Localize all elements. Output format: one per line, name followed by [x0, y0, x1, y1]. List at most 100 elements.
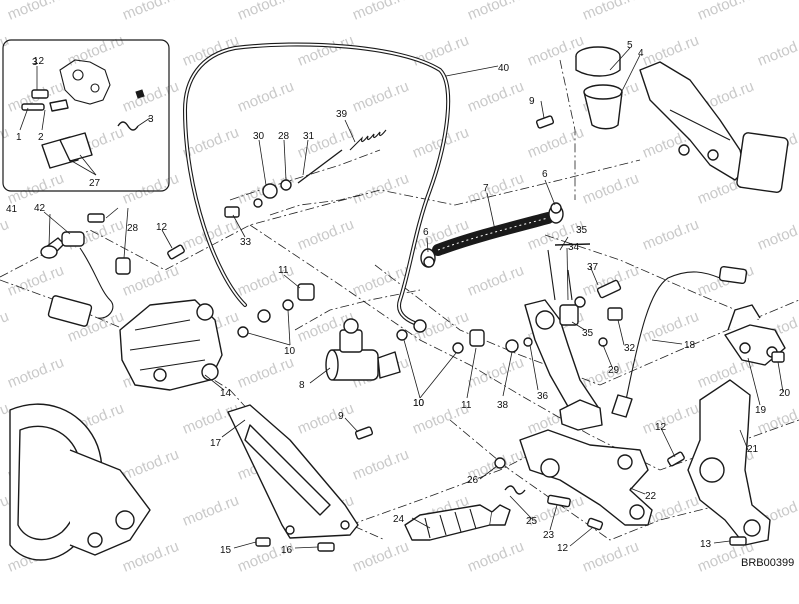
washer-10-icon — [237, 326, 249, 338]
callout-label: 9 — [338, 411, 344, 422]
footpeg-mount-20 — [687, 379, 771, 546]
bushing-11-icon — [469, 329, 485, 347]
pin-22-icon — [547, 494, 571, 508]
brake-pad-icon — [59, 132, 93, 162]
callout-label: 27 — [89, 178, 101, 189]
callout-label: 37 — [587, 262, 599, 273]
inset-detail-box — [2, 39, 170, 192]
watermark-text: motod.ru — [640, 400, 701, 438]
drawing-code-label: BRB00399 — [741, 557, 794, 569]
watermark-text: motod.ru — [0, 32, 11, 70]
pin-icon — [49, 99, 69, 112]
master-cylinder-8 — [325, 318, 401, 381]
watermark-text: motod.ru — [5, 262, 66, 300]
fluid-reservoir — [575, 46, 623, 130]
bolt-12-icon — [167, 244, 185, 260]
washer-10-icon — [452, 342, 464, 354]
pin-36-icon — [596, 279, 622, 299]
bracket-18 — [724, 304, 786, 366]
callout-label: 1 — [16, 132, 22, 143]
callout-label: 12 — [33, 56, 45, 67]
sensor-cable-17 — [611, 265, 748, 418]
watermark-text: motod.ru — [755, 32, 799, 70]
washer-25-icon — [494, 457, 506, 469]
footpeg-bracket-21 — [519, 429, 653, 526]
callout-label: 17 — [210, 438, 222, 449]
watermark-text: motod.ru — [640, 32, 701, 70]
watermark-text: motod.ru — [465, 0, 526, 24]
callout-label: 8 — [299, 380, 305, 391]
callout-label: 30 — [253, 131, 265, 142]
speed-sensor-41 — [41, 231, 114, 327]
watermark-text: motod.ru — [350, 170, 411, 208]
bolt-12-icon — [667, 451, 685, 467]
bushing-35-icon — [559, 304, 579, 326]
callout-label: 6 — [423, 227, 429, 238]
watermark-text: motod.ru — [120, 538, 181, 576]
bleed-screw-icon — [31, 89, 49, 99]
callout-label: 38 — [497, 400, 509, 411]
callout-label: 5 — [627, 40, 633, 51]
clip-icon — [135, 89, 145, 99]
watermark-text: motod.ru — [235, 0, 296, 24]
callout-label: 11 — [461, 400, 472, 411]
callout-label: 24 — [393, 514, 405, 525]
callout-label: 20 — [779, 388, 791, 399]
washer-37-icon — [505, 339, 519, 353]
bolt-12-icon — [729, 536, 747, 546]
callout-label: 32 — [624, 343, 636, 354]
callout-label: 12 — [557, 543, 569, 554]
watermark-text: motod.ru — [295, 216, 356, 254]
watermark-text: motod.ru — [120, 446, 181, 484]
spring-38-icon — [349, 129, 387, 151]
watermark-text: motod.ru — [5, 0, 66, 24]
watermark-text: motod.ru — [465, 538, 526, 576]
watermark-text: motod.ru — [580, 0, 641, 24]
heel-guard-16 — [227, 404, 359, 539]
bolt-9-icon — [535, 115, 555, 129]
watermark-text: motod.ru — [120, 0, 181, 24]
callout-label: 35 — [582, 328, 594, 339]
callout-label: 28 — [127, 223, 139, 234]
callout-label: 19 — [755, 405, 767, 416]
callout-label: 10 — [413, 398, 425, 409]
spring-24-icon — [504, 485, 526, 495]
watermark-text: motod.ru — [0, 124, 11, 162]
watermark-text: motod.ru — [755, 216, 799, 254]
hose-clip-6-icon — [550, 202, 562, 214]
brake-hose-39 — [182, 42, 451, 333]
callout-label: 12 — [156, 222, 168, 233]
callout-label: 41 — [6, 204, 18, 215]
watermark-text: motod.ru — [695, 0, 756, 24]
callout-label: 39 — [336, 109, 348, 120]
washer-35-icon — [523, 337, 533, 347]
pushrod-30-icon — [297, 149, 343, 184]
watermark-text: motod.ru — [295, 124, 356, 162]
watermark-text: motod.ru — [295, 32, 356, 70]
brake-disc-carrier — [9, 403, 151, 561]
watermark-text: motod.ru — [295, 400, 356, 438]
watermark-text: motod.ru — [350, 78, 411, 116]
callout-label: 10 — [413, 398, 425, 409]
watermark-text: motod.ru — [465, 262, 526, 300]
bolt-15-icon — [317, 542, 335, 552]
callout-label: 25 — [526, 516, 538, 527]
callout-label: 16 — [281, 545, 293, 556]
washer-10-icon — [396, 329, 408, 341]
bushing-11-icon — [297, 283, 315, 301]
watermark-text: motod.ru — [465, 78, 526, 116]
watermark-text: motod.ru — [580, 538, 641, 576]
callout-label: 3 — [32, 57, 38, 68]
watermark-text: motod.ru — [580, 170, 641, 208]
bleed-nipple-icon — [21, 103, 45, 111]
spring-clip-icon — [117, 121, 139, 131]
watermark-text: motod.ru — [640, 216, 701, 254]
callout-labels: 12 1 2 3 3 4 5 6 6 7 8 9 9 10 10 10 11 1… — [6, 40, 791, 556]
bolt-31-icon — [607, 307, 623, 321]
callout-label: 4 — [638, 48, 644, 59]
callout-label: 18 — [684, 340, 696, 351]
callout-label: 28 — [278, 131, 290, 142]
watermark-text: motod.ru — [120, 78, 181, 116]
watermark-text: motod.ru — [5, 354, 66, 392]
